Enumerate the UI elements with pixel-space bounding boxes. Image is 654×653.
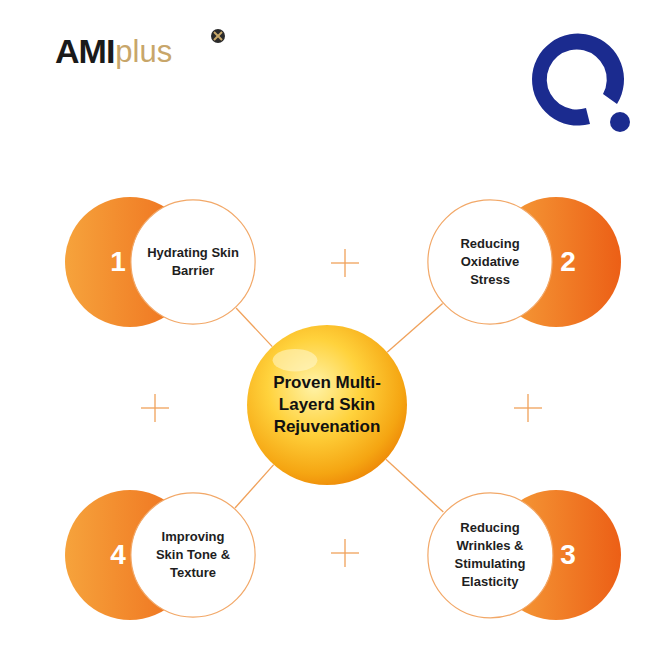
circle-shape [130,199,256,325]
logo-badge [211,29,225,43]
benefit-circle: Hydrating Skin Barrier [130,199,256,325]
logo-text: plus [115,34,172,70]
callout-number: 1 [110,246,126,278]
center-sphere: Proven Multi-Layerd Skin Rejuvenation [247,325,407,485]
connector-line [235,465,274,508]
benefit-text: Reducing Oxidative Stress [444,235,536,289]
logo-text: AMI [55,32,114,71]
benefit-circle: Reducing Oxidative Stress [427,199,553,325]
benefit-text: Reducing Wrinkles & Stimulating Elastici… [444,519,536,591]
benefit-circle: Reducing Wrinkles & Stimulating Elastici… [427,492,554,619]
logo-badge-cross [214,32,222,40]
connector-line [387,304,443,353]
benefit-text: Improving Skin Tone & Texture [147,528,239,582]
center-title: Proven Multi-Layerd Skin Rejuvenation [262,372,392,438]
callout-number: 2 [560,246,576,278]
connector-line [386,459,443,512]
circle-shape [427,492,554,619]
connector-line [236,308,272,347]
brand-logo-dot [610,112,630,132]
benefit-text: Hydrating Skin Barrier [147,244,239,280]
callout-number: 3 [560,539,576,571]
callout-number: 4 [110,539,126,571]
benefit-circle: Improving Skin Tone & Texture [130,492,256,618]
brand-logo [532,34,624,126]
